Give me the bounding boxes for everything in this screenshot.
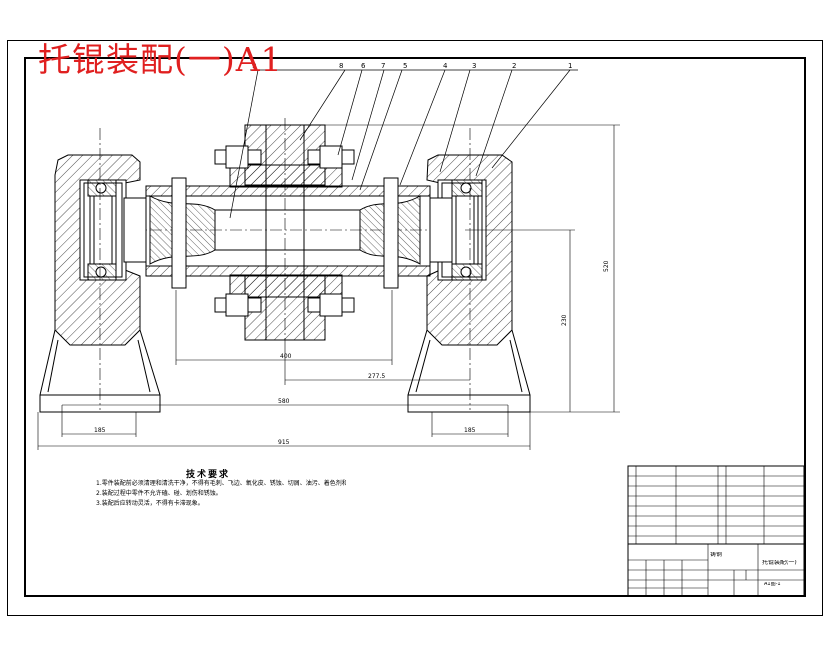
tech-item: 2.装配过程中零件不允许磕、碰、划伤和锈蚀。: [96, 490, 222, 497]
balloon-label: 1: [568, 62, 572, 70]
dim-height-center: 230: [561, 314, 568, 326]
dim-right-foot: 185: [464, 427, 476, 434]
dim-shaft-center: 277.5: [368, 373, 385, 380]
tech-requirements-title: 技术要求: [186, 470, 231, 480]
dim-height-total: 520: [603, 260, 610, 272]
dim-left-foot: 185: [94, 427, 106, 434]
title-block-grid: [627, 465, 805, 597]
title-block-material: 铸钢: [710, 552, 723, 557]
balloon-labels: 9 8 6 7 5 4 3 2 1: [252, 62, 572, 70]
balloon-label: 8: [339, 62, 343, 70]
balloon-label: 3: [472, 62, 476, 70]
balloon-label: 7: [381, 62, 385, 70]
dim-overall-width: 915: [278, 439, 290, 446]
balloon-label: 4: [443, 62, 448, 70]
title-block-drawing-title: 托锟装配(一): [762, 560, 797, 565]
center-hub: [214, 118, 355, 345]
tech-requirements: 1.零件装配前必须清理和清洗干净，不得有毛刺、飞边、氧化皮、锈蚀、切屑、油污、着…: [96, 467, 346, 509]
tech-item: 1.零件装配前必须清理和清洗干净，不得有毛刺、飞边、氧化皮、锈蚀、切屑、油污、着…: [96, 480, 346, 487]
dimension-texts: 915 580 185 185 277.5 400 520 230: [94, 260, 610, 446]
balloon-label: 6: [361, 62, 366, 70]
balloon-label: 9: [252, 62, 256, 70]
balloon-label: 5: [403, 62, 407, 70]
tech-item: 3.装配后应转动灵活，不得有卡滞现象。: [96, 500, 204, 507]
drawing-title-overlay: 托锟装配(一)A1: [38, 40, 283, 79]
balloon-label: 2: [512, 62, 516, 70]
outer-frame: [7, 40, 823, 616]
leader-lines: [229, 69, 578, 219]
shaft-tube: [123, 177, 453, 289]
title-block-drawing-no: A1图-1: [764, 582, 781, 587]
dimension-lines: [37, 124, 620, 450]
right-support-stand: [407, 329, 531, 413]
dim-base-pitch: 580: [278, 398, 290, 405]
dim-span: 400: [280, 353, 292, 360]
left-bearing-housing: [54, 154, 141, 346]
drawing-border: [24, 57, 806, 597]
